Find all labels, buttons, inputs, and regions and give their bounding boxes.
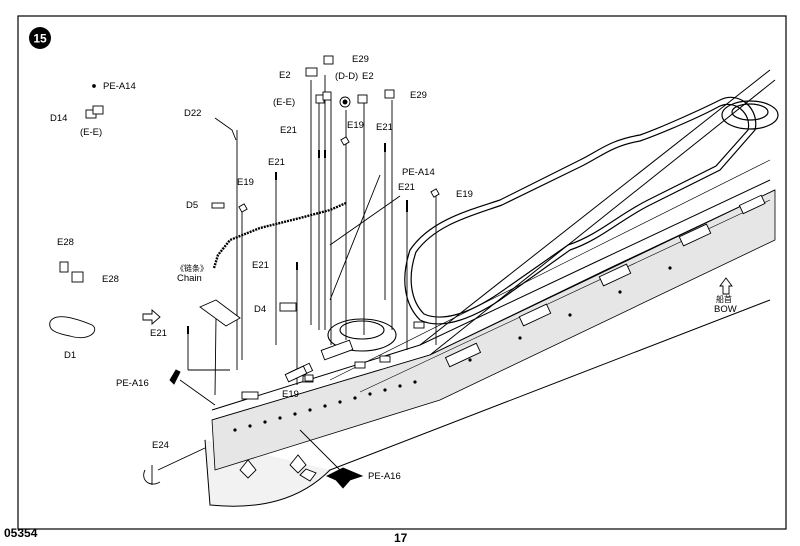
right-arrow-icon: [142, 309, 161, 325]
label-e29-top: E29: [352, 54, 369, 65]
label-pe-a16-bottom: PE-A16: [368, 471, 401, 482]
label-pe-a16-left: PE-A16: [116, 378, 149, 389]
bow-arrow-icon: [719, 277, 733, 295]
label-e29-right: E29: [410, 90, 427, 101]
product-code: 05354: [4, 526, 38, 540]
label-e19-b: E19: [237, 177, 254, 188]
label-e21-c: E21: [268, 157, 285, 168]
label-e2-right: E2: [362, 71, 374, 82]
label-d1: D1: [64, 350, 76, 361]
label-pe-a14-top: PE-A14: [103, 81, 136, 92]
page-number: 17: [394, 531, 408, 545]
label-e19-d: E19: [282, 389, 299, 400]
step-number: 15: [33, 32, 47, 46]
label-chain-cn: 《链条》: [176, 263, 208, 273]
label-e21-b: E21: [376, 122, 393, 133]
page-frame: [17, 15, 787, 530]
label-e24: E24: [152, 440, 169, 451]
label-e21-a: E21: [280, 125, 297, 136]
label-e2-left: E2: [279, 70, 291, 81]
ship-hull: [204, 69, 776, 507]
label-e-e-mid: (E-E): [273, 97, 295, 108]
label-e21-d: E21: [398, 182, 415, 193]
label-e28-top: E28: [57, 237, 74, 248]
deck-outline: [404, 96, 779, 325]
assembly-leader-lines: [157, 75, 437, 471]
label-d4: D4: [254, 304, 266, 315]
anchor-chain: [212, 201, 347, 269]
small-parts: [49, 55, 440, 489]
label-e28-right: E28: [102, 274, 119, 285]
step-badge: 15: [29, 27, 51, 49]
label-d5: D5: [186, 200, 198, 211]
label-bow-cn: 船首: [716, 294, 732, 304]
porthole-row: [233, 266, 672, 432]
label-e19-c: E19: [456, 189, 473, 200]
label-e21-f: E21: [150, 328, 167, 339]
label-e19-a: E19: [347, 120, 364, 131]
label-d14: D14: [50, 113, 67, 124]
label-d22: D22: [184, 108, 201, 119]
propellers: [239, 454, 317, 482]
part-labels: PE-A14 D14 (E-E) D22 E2 E29 (D-D) E2 (E-…: [50, 54, 737, 482]
direction-arrows: [142, 277, 733, 325]
label-bow: BOW: [714, 304, 737, 315]
bow-fittings: [241, 194, 766, 400]
label-chain: Chain: [177, 273, 202, 284]
label-e21-e: E21: [252, 260, 269, 271]
label-pe-a14-mid: PE-A14: [402, 167, 435, 178]
label-e-e-left: (E-E): [80, 127, 102, 138]
label-d-d: (D-D): [335, 71, 358, 82]
